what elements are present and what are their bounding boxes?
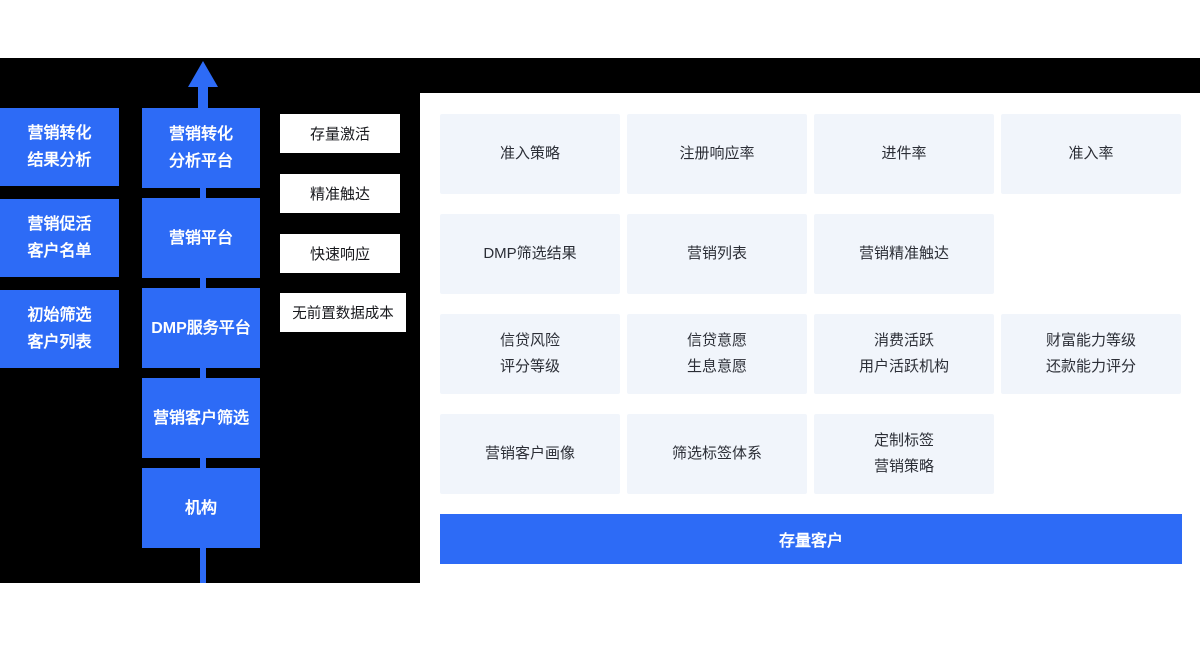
chip-stock-activation: 存量激活 — [280, 114, 400, 153]
card-application-rate: 进件率 — [814, 114, 994, 194]
chip-fast-response: 快速响应 — [280, 234, 400, 273]
card-row-3: 信贷风险 评分等级 信贷意愿 生息意愿 消费活跃 用户活跃机构 财富能力等级 还… — [440, 314, 1182, 394]
up-arrow-stem — [198, 84, 208, 110]
card-admission-strategy: 准入策略 — [440, 114, 620, 194]
up-arrow-icon — [188, 61, 218, 87]
card-marketing-customer-profile: 营销客户画像 — [440, 414, 620, 494]
node-marketing-platform: 营销平台 — [142, 198, 260, 278]
node-institution: 机构 — [142, 468, 260, 548]
card-credit-risk-score: 信贷风险 评分等级 — [440, 314, 620, 394]
node-activation-customer-list: 营销促活 客户名单 — [0, 199, 119, 277]
card-dmp-screening-result: DMP筛选结果 — [440, 214, 620, 294]
card-credit-willingness: 信贷意愿 生息意愿 — [627, 314, 807, 394]
card-row-2: DMP筛选结果 营销列表 营销精准触达 — [440, 214, 1182, 294]
chip-precise-reach: 精准触达 — [280, 174, 400, 213]
card-row-1: 准入策略 注册响应率 进件率 准入率 — [440, 114, 1182, 194]
card-row-4: 营销客户画像 筛选标签体系 定制标签 营销策略 — [440, 414, 1182, 494]
node-conversion-analysis-platform: 营销转化 分析平台 — [142, 108, 260, 188]
card-wealth-capacity: 财富能力等级 还款能力评分 — [1001, 314, 1181, 394]
card-consumption-activity: 消费活跃 用户活跃机构 — [814, 314, 994, 394]
card-marketing-precise-reach: 营销精准触达 — [814, 214, 994, 294]
card-admission-rate: 准入率 — [1001, 114, 1181, 194]
node-marketing-conversion-analysis: 营销转化 结果分析 — [0, 108, 119, 186]
node-dmp-service-platform: DMP服务平台 — [142, 288, 260, 368]
card-marketing-list: 营销列表 — [627, 214, 807, 294]
chip-no-upfront-data-cost: 无前置数据成本 — [280, 293, 406, 332]
card-screening-tag-system: 筛选标签体系 — [627, 414, 807, 494]
stock-customers-bar: 存量客户 — [440, 514, 1182, 564]
node-initial-screened-list: 初始筛选 客户列表 — [0, 290, 119, 368]
card-custom-tag-strategy: 定制标签 营销策略 — [814, 414, 994, 494]
card-registration-response-rate: 注册响应率 — [627, 114, 807, 194]
node-marketing-customer-screening: 营销客户筛选 — [142, 378, 260, 458]
